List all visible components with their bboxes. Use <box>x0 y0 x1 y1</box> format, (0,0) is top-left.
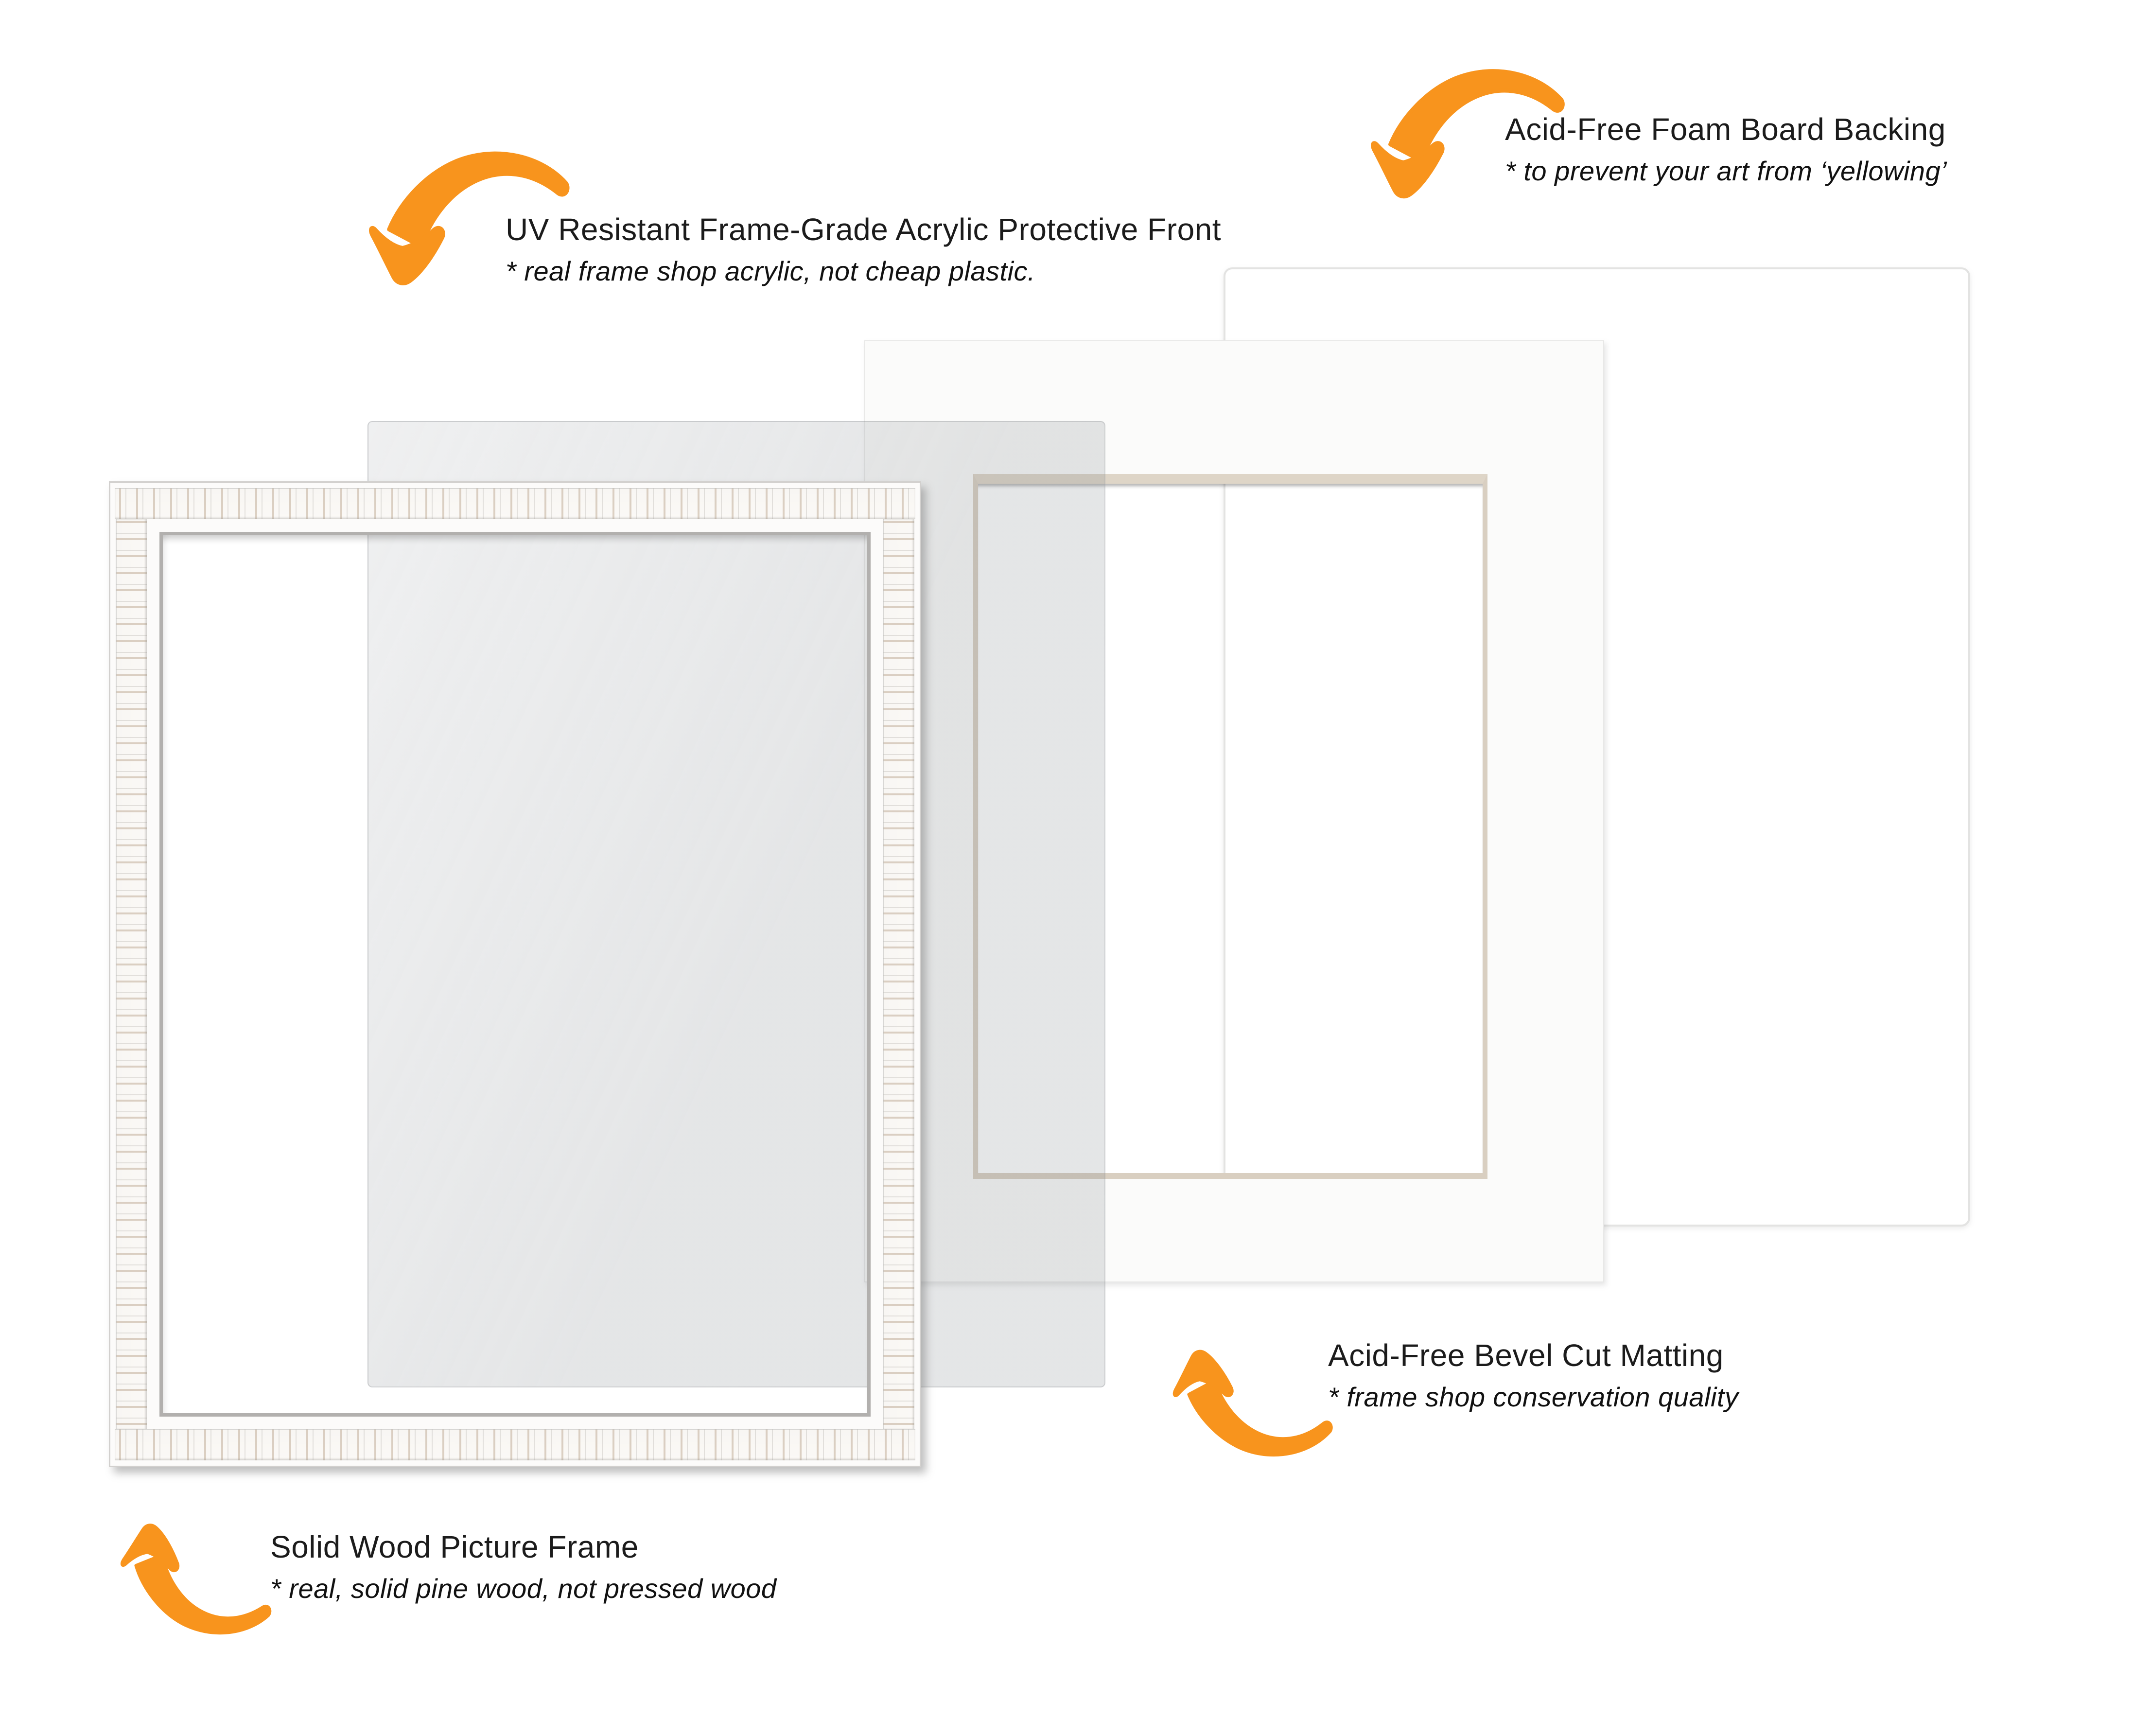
frame-moulding-bottom <box>115 1429 915 1460</box>
frame-sight-edge <box>159 532 871 1417</box>
mat-bevel-window <box>973 474 1487 1179</box>
backing-label: Acid-Free Foam Board Backing * to preven… <box>1505 114 1947 185</box>
curved-arrow-icon-backing <box>1371 60 1567 204</box>
backing-label-subtitle: * to prevent your art from ‘yellowing’ <box>1505 156 1947 186</box>
frame-moulding-left <box>116 519 147 1429</box>
frame-label-title: Solid Wood Picture Frame <box>270 1529 639 1564</box>
curved-arrow-icon-acrylic <box>369 144 574 290</box>
frame-label-subtitle: * real, solid pine wood, not pressed woo… <box>270 1573 777 1604</box>
acrylic-sheet <box>367 421 1105 1387</box>
backing-label-title: Acid-Free Foam Board Backing <box>1505 112 1946 147</box>
matting-label: Acid-Free Bevel Cut Matting * frame shop… <box>1328 1340 1739 1411</box>
picture-frame <box>109 481 921 1467</box>
acrylic-label-subtitle: * real frame shop acrylic, not cheap pla… <box>506 256 1036 286</box>
matting-label-title: Acid-Free Bevel Cut Matting <box>1328 1338 1724 1373</box>
frame-moulding-right <box>883 519 914 1429</box>
matting-label-subtitle: * frame shop conservation quality <box>1328 1382 1739 1412</box>
frame-label: Solid Wood Picture Frame * real, solid p… <box>270 1531 777 1602</box>
acrylic-label-title: UV Resistant Frame-Grade Acrylic Protect… <box>506 212 1222 247</box>
frame-moulding-top <box>115 488 915 519</box>
acrylic-label: UV Resistant Frame-Grade Acrylic Protect… <box>506 214 1221 285</box>
curved-arrow-icon-matting <box>1172 1336 1335 1473</box>
curved-arrow-icon-frame <box>114 1503 283 1661</box>
